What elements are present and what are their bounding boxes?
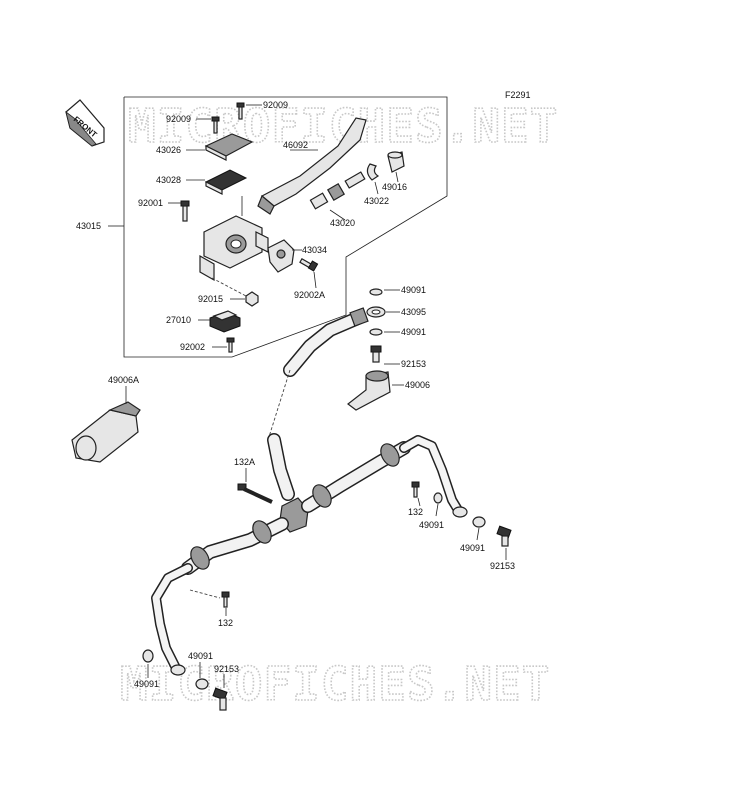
washer-49091-a <box>369 288 383 296</box>
label-92153-a: 92153 <box>401 359 426 369</box>
washer-49091-c <box>433 492 443 504</box>
bolt-132A <box>237 483 273 504</box>
washer-49091-d <box>472 516 486 528</box>
label-49016: 49016 <box>382 182 407 192</box>
banjo-bolt-92153-a <box>370 345 382 363</box>
bolt-92001 <box>180 200 190 222</box>
label-43022: 43022 <box>364 196 389 206</box>
washer-49091-b <box>369 328 383 336</box>
label-92009-a: 92009 <box>263 100 288 110</box>
label-49091-e: 49091 <box>134 679 159 689</box>
bolt-132-a <box>411 481 420 498</box>
bolt-132-b <box>221 591 230 608</box>
label-92153-b: 92153 <box>490 561 515 571</box>
label-92002: 92002 <box>180 342 205 352</box>
brake-switch <box>209 310 241 333</box>
front-arrow-icon: FRONT <box>65 99 105 147</box>
label-43028: 43028 <box>156 175 181 185</box>
label-49091-f: 49091 <box>188 651 213 661</box>
label-49091-b: 49091 <box>401 327 426 337</box>
label-43034: 43034 <box>302 245 327 255</box>
label-43026: 43026 <box>156 145 181 155</box>
nut-92015 <box>245 291 259 307</box>
screw-92009-b <box>211 116 220 134</box>
banjo-bolt-92153-c <box>212 687 228 711</box>
label-132A: 132A <box>234 457 255 467</box>
label-92015: 92015 <box>198 294 223 304</box>
label-46092: 46092 <box>283 140 308 150</box>
banjo-bolt-92153-b <box>496 525 512 547</box>
screw-92002 <box>226 337 235 353</box>
bolt-92002A <box>299 257 319 272</box>
label-43095: 43095 <box>401 307 426 317</box>
label-92001: 92001 <box>138 198 163 208</box>
brake-lever <box>257 117 367 215</box>
dust-cap <box>387 151 405 173</box>
joint-49006 <box>347 370 391 411</box>
assembly-box <box>123 96 448 358</box>
screw-92009-a <box>236 102 245 120</box>
joint-49006A <box>71 401 141 463</box>
label-49091-a: 49091 <box>401 285 426 295</box>
label-43020: 43020 <box>330 218 355 228</box>
label-92153-c: 92153 <box>214 664 239 674</box>
label-27010: 27010 <box>166 315 191 325</box>
banjo-fitting-43095 <box>366 306 386 318</box>
watermark-bottom: MICROFICHES.NET <box>120 657 550 711</box>
master-cylinder-body <box>199 215 269 282</box>
label-49091-c: 49091 <box>419 520 444 530</box>
label-49006A: 49006A <box>108 375 139 385</box>
clamp <box>267 239 295 273</box>
washer-49091-e <box>142 649 154 663</box>
pushrod-assembly <box>309 171 366 210</box>
label-49006: 49006 <box>405 380 430 390</box>
label-49091-d: 49091 <box>460 543 485 553</box>
label-132-b: 132 <box>218 618 233 628</box>
figure-code: F2291 <box>505 90 531 100</box>
label-43015: 43015 <box>76 221 101 231</box>
label-92002A: 92002A <box>294 290 325 300</box>
label-132-a: 132 <box>408 507 423 517</box>
label-92009-b: 92009 <box>166 114 191 124</box>
washer-49091-f <box>195 678 209 690</box>
boot <box>366 163 380 181</box>
